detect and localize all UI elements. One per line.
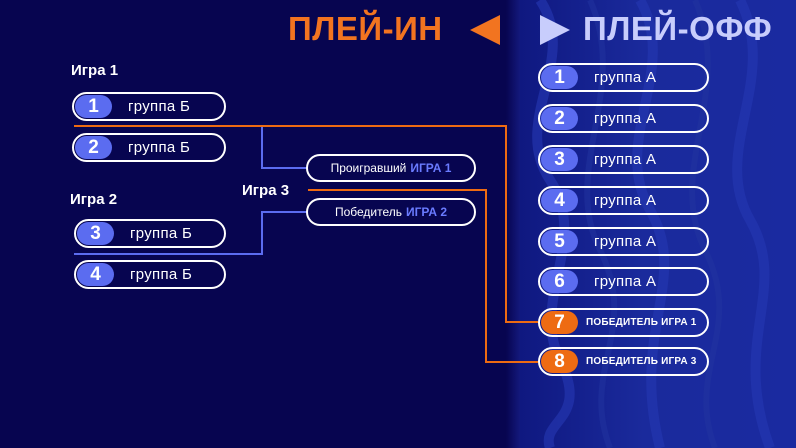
play-off-title: ПЛЕЙ-ОФФ [583, 10, 773, 47]
game3-label: Игра 3 [242, 182, 290, 199]
playoff-seed-2: 2 группа А [538, 104, 709, 133]
game1-team2: 2 группа Б [72, 133, 226, 162]
playoff-seed-4: 4 группа А [538, 186, 709, 215]
team-name: группа А [594, 192, 657, 209]
game2-winner-pill: Победитель ИГРА 2 [306, 198, 476, 226]
seed8-label: ПОБЕДИТЕЛЬ ИГРА 3 [586, 356, 697, 367]
seed-badge: 4 [77, 263, 114, 286]
seed-badge: 3 [77, 222, 114, 245]
team-name: группа А [594, 110, 657, 127]
playoff-seed-3: 3 группа А [538, 145, 709, 174]
team-name: группа Б [130, 225, 193, 242]
team-name: группа Б [128, 98, 191, 115]
seed-badge: 1 [75, 95, 112, 118]
game2-team2: 4 группа Б [74, 260, 226, 289]
line-game3-winner [308, 189, 538, 363]
seed-badge: 4 [541, 189, 578, 212]
game2-team1: 3 группа Б [74, 219, 226, 248]
seed7-game: ИГРА 1 [661, 317, 697, 328]
playoff-seed-7: 7 ПОБЕДИТЕЛЬ ИГРА 1 [538, 308, 709, 337]
seed-badge: 3 [541, 148, 578, 171]
playoff-seed-8: 8 ПОБЕДИТЕЛЬ ИГРА 3 [538, 347, 709, 376]
game2-label: Игра 2 [70, 191, 118, 208]
loser-prefix: Проигравший [330, 161, 407, 175]
play-in-title: ПЛЕЙ-ИН [288, 10, 443, 47]
line-game1-winner [74, 125, 538, 323]
team-name: группа А [594, 69, 657, 86]
line-game1-loser [226, 125, 308, 169]
seed-badge: 2 [541, 107, 578, 130]
winner-game: ИГРА 2 [405, 205, 448, 219]
seed-badge: 6 [541, 270, 578, 293]
seed-badge: 1 [541, 66, 578, 89]
game1-label: Игра 1 [71, 62, 119, 79]
team-name: группа А [594, 151, 657, 168]
seed7-label: ПОБЕДИТЕЛЬ ИГРА 1 [586, 317, 697, 328]
team-name: группа Б [130, 266, 193, 283]
seed-badge: 2 [75, 136, 112, 159]
team-name: группа А [594, 273, 657, 290]
playoff-seed-6: 6 группа А [538, 267, 709, 296]
seed-badge: 8 [541, 350, 578, 373]
team-name: группа А [594, 233, 657, 250]
seed-badge: 7 [541, 311, 578, 334]
line-game2-winner [74, 211, 308, 255]
triangle-right-icon [540, 15, 570, 45]
seed8-prefix: ПОБЕДИТЕЛЬ [586, 356, 659, 367]
team-name: группа Б [128, 139, 191, 156]
game1-team1: 1 группа Б [72, 92, 226, 121]
seed-badge: 5 [541, 230, 578, 253]
loser-game: ИГРА 1 [410, 161, 452, 175]
playoff-seed-5: 5 группа А [538, 227, 709, 256]
playoff-seed-1: 1 группа А [538, 63, 709, 92]
game1-loser-pill: Проигравший ИГРА 1 [306, 154, 476, 182]
seed7-prefix: ПОБЕДИТЕЛЬ [586, 317, 659, 328]
triangle-left-icon [470, 15, 500, 45]
winner-prefix: Победитель [334, 205, 402, 219]
seed8-game: ИГРА 3 [661, 356, 697, 367]
